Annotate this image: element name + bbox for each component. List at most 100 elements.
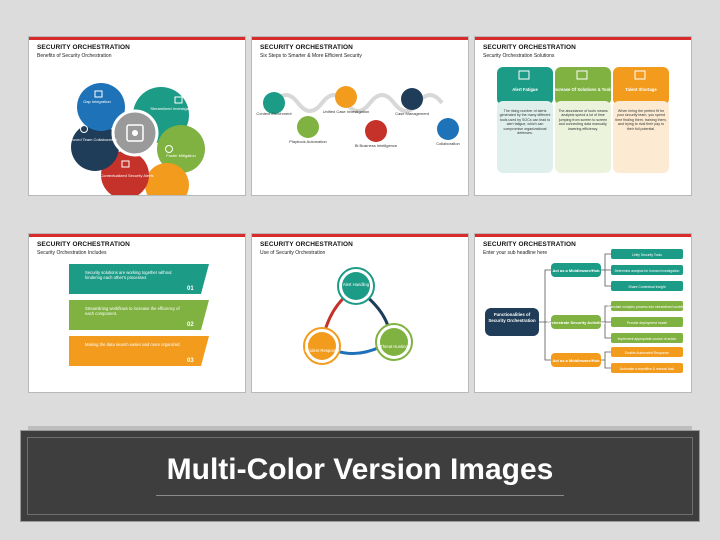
title-banner: Multi-Color Version Images (20, 430, 700, 522)
tree-leaf-label: Share Contextual Insight (628, 285, 665, 289)
card-body-text: When hiring the perfect fit for your sec… (615, 109, 667, 131)
ribbon-number: 01 (187, 286, 194, 292)
slide-accent-bar (29, 234, 245, 237)
clock-icon (147, 70, 157, 80)
tree-leaf (611, 301, 683, 311)
solutions-cards: Alert Fatigue Increase Of Solutions & To… (497, 67, 669, 173)
step-circle-red (365, 120, 387, 142)
tree-mid-teal (551, 263, 601, 277)
tree-connector (601, 253, 611, 287)
tree-root (485, 308, 539, 336)
slide-subtitle: Benefits of Security Orchestration (37, 53, 112, 59)
includes-ribbons: 01 02 03 Security solutions are working … (69, 264, 209, 366)
benefit-label: Improved Team Collaboration (65, 137, 117, 142)
alert-icon (121, 160, 130, 168)
tree-leaf-label: Translate complex process into streamlin… (607, 305, 687, 309)
slide-accent-bar (475, 37, 691, 40)
banner-top-edge (28, 426, 692, 430)
card-text: When hiring the perfect fit for your sec… (615, 109, 667, 131)
tree-leaf-label: Provide deployment model (627, 321, 667, 325)
card-heading: Increase Of Solutions & Tools (553, 87, 613, 92)
petal-navy (71, 123, 119, 171)
benefits-cycle-diagram: Reduced Response Time Streamlined Invest… (65, 70, 208, 195)
tree-mid-label: Act as a Middleware/Hub (552, 268, 600, 273)
card-body-green (555, 101, 611, 173)
slide-subtitle: Security Orchestration Solutions (483, 53, 555, 59)
functionalities-tree: Functionalities of Security Orchestratio… (485, 249, 687, 373)
step-label: Collaboration (436, 141, 460, 146)
tree-leaf (611, 249, 683, 259)
tree-leaf (611, 347, 683, 357)
petal-green (157, 125, 205, 173)
banner-frame (27, 437, 693, 515)
tree-root-label: Functionalities of Security Orchestratio… (488, 312, 536, 323)
alert-monitor-icon (518, 70, 530, 80)
tree-leaf (611, 281, 683, 291)
slide-accent-bar (475, 234, 691, 237)
ribbon-number: 03 (187, 358, 194, 364)
tree-leaf-label: Unify Security Tools (632, 253, 662, 257)
tree-leaf (611, 265, 683, 275)
tree-mid-green (551, 315, 601, 329)
ribbon-number: 02 (187, 322, 194, 328)
benefit-label: Streamlined Investigate Process (150, 106, 207, 111)
ribbon-text-box: Security solutions are working together … (85, 270, 172, 281)
step-circle-navy (401, 88, 423, 110)
slide-accent-bar (252, 234, 468, 237)
slide-accent-bar (252, 37, 468, 40)
tree-leaf-label: Determine analysis for human investigati… (615, 269, 680, 273)
banner-title: Multi-Color Version Images (166, 453, 554, 486)
card-text: The rising number of alerts generated by… (499, 109, 551, 136)
tree-leaf-label: Enable Automated Response (625, 351, 669, 355)
tree-leaf (611, 363, 683, 373)
step-label: Playbook Automation (289, 139, 327, 144)
card-body-text: The rising number of alerts generated by… (499, 109, 551, 136)
slide-title: SECURITY ORCHESTRATION (483, 241, 576, 248)
gear-icon (165, 145, 173, 153)
card-head-orange (613, 67, 669, 105)
tree-mid-orange (551, 353, 601, 367)
step-circle-blue (437, 118, 459, 140)
use-label: Incident Response (305, 348, 340, 353)
ribbon-text-box: Streamlining workflows to increase the e… (85, 306, 180, 317)
slide-functionalities[interactable]: SECURITY ORCHESTRATION Enter your sub he… (474, 233, 692, 393)
petal-orange (145, 163, 189, 195)
ribbon-text: Security solutions are working together … (85, 270, 172, 281)
slide-six-steps[interactable]: SECURITY ORCHESTRATION Six Steps to Smar… (251, 36, 469, 196)
step-circle-green (297, 116, 319, 138)
tree-mid-label: Orchestrate Security Activities (547, 320, 606, 325)
ribbon-text: Streamlining workflows to increase the e… (85, 306, 180, 317)
use-triangle-diagram: Alert Handling Threat Hunting Incident R… (303, 267, 413, 365)
use-circle-green-fill (380, 328, 408, 356)
use-circle-teal-fill (342, 272, 370, 300)
banner-underline (156, 495, 564, 496)
link-icon (94, 90, 103, 98)
tree-leaf (611, 333, 683, 343)
card-body-teal (497, 101, 553, 173)
benefit-label: Gap Integration (83, 99, 111, 104)
slide-title: SECURITY ORCHESTRATION (260, 44, 353, 51)
slide-benefits[interactable]: SECURITY ORCHESTRATION Benefits of Secur… (28, 36, 246, 196)
slide-subtitle: Enter your sub headline here (483, 250, 548, 256)
step-circle-orange (335, 86, 357, 108)
card-heading: Alert Fatigue (512, 87, 538, 92)
step-label: Unified Case Investigation (323, 109, 369, 114)
card-body-text: The abundance of tools means analysts sp… (558, 109, 607, 131)
slide-includes[interactable]: SECURITY ORCHESTRATION Security Orchestr… (28, 233, 246, 393)
ribbon-orange (69, 336, 209, 366)
tree-connector (601, 305, 611, 339)
tree-mid-label: Act as a Middleware/Hub (552, 358, 600, 363)
team-icon (80, 125, 88, 133)
lock-icon-dot (132, 130, 138, 136)
slide-solutions[interactable]: SECURITY ORCHESTRATION Security Orchestr… (474, 36, 692, 196)
step-label: Bi Business Intelligence (355, 143, 398, 148)
slide-use[interactable]: SECURITY ORCHESTRATION Use of Security O… (251, 233, 469, 393)
tree-leaf (611, 317, 683, 327)
tree-leaf-label: Implement appropriate course of action (618, 337, 677, 341)
slide-title: SECURITY ORCHESTRATION (260, 241, 353, 248)
slide-title: SECURITY ORCHESTRATION (37, 241, 130, 248)
step-label: Context Enrichment (256, 111, 292, 116)
tree-leaf-label: Automate a repetitive & manual task (620, 367, 675, 371)
benefit-label: Reduced Response Time (124, 76, 174, 81)
use-label: Threat Hunting (380, 344, 408, 349)
